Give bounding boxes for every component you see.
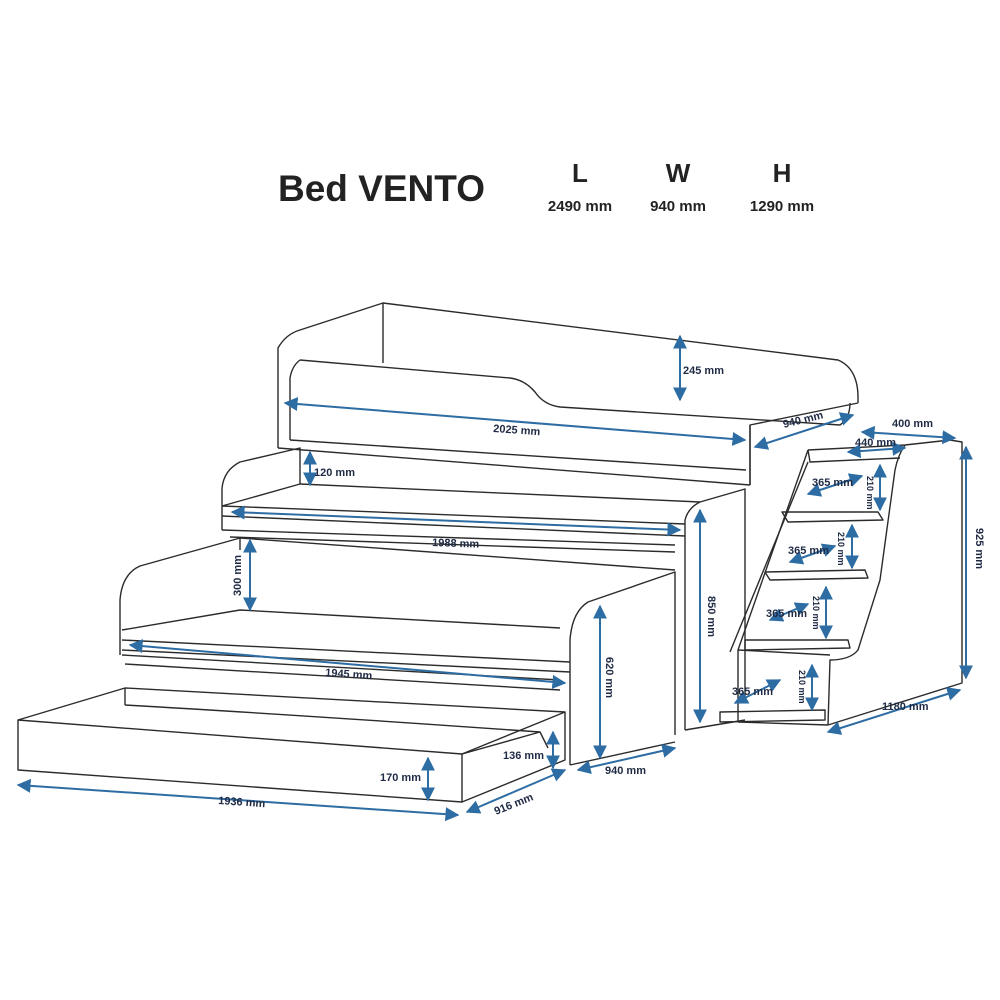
label-low-length: 1945 mm [325,667,373,682]
label-riser-3: 210 mm [811,596,821,630]
label-riser-1: 210 mm [865,476,875,510]
label-low-width: 940 mm [605,765,646,777]
overall-length-value: 2490 mm [547,198,613,215]
product-title: Bed VENTO [278,168,485,209]
label-tread-1: 365 mm [812,477,853,489]
label-drawer-length: 1936 mm [218,795,266,810]
overall-width: W 940 mm [623,158,733,215]
drawer [17,687,566,803]
label-top-width: 940 mm [782,409,825,431]
label-step-top: 440 mm [855,437,896,449]
label-step-depth: 400 mm [892,418,933,430]
dimension-lines [16,334,973,822]
overall-width-value: 940 mm [650,198,706,215]
label-tread-4: 365 mm [732,686,773,698]
label-mid-length: 1988 mm [432,537,480,551]
overall-height-value: 1290 mm [749,198,815,215]
label-tread-3: 365 mm [766,608,807,620]
label-gap: 300 mm [232,555,244,596]
overall-width-letter: W [665,158,691,188]
top-bunk [277,302,859,486]
label-drawer-step: 136 mm [503,750,544,762]
overall-height-letter: H [772,158,792,188]
label-riser-4: 210 mm [797,670,807,704]
middle-bed [221,447,746,731]
overall-length-letter: L [572,158,588,188]
overall-height: H 1290 mm [727,158,837,215]
label-mid-rail: 120 mm [314,467,355,479]
overall-length: L 2490 mm [525,158,635,215]
label-step-length: 1180 mm [882,701,929,713]
label-top-rail: 245 mm [683,365,724,377]
label-riser-2: 210 mm [836,532,846,566]
label-tread-2: 365 mm [788,545,829,557]
label-mid-height: 850 mm [705,596,717,637]
label-step-height: 925 mm [973,528,985,569]
label-drawer-height: 170 mm [380,772,421,784]
label-drawer-width: 916 mm [493,791,536,818]
label-top-length: 2025 mm [493,423,541,438]
label-low-height: 620 mm [603,657,615,698]
